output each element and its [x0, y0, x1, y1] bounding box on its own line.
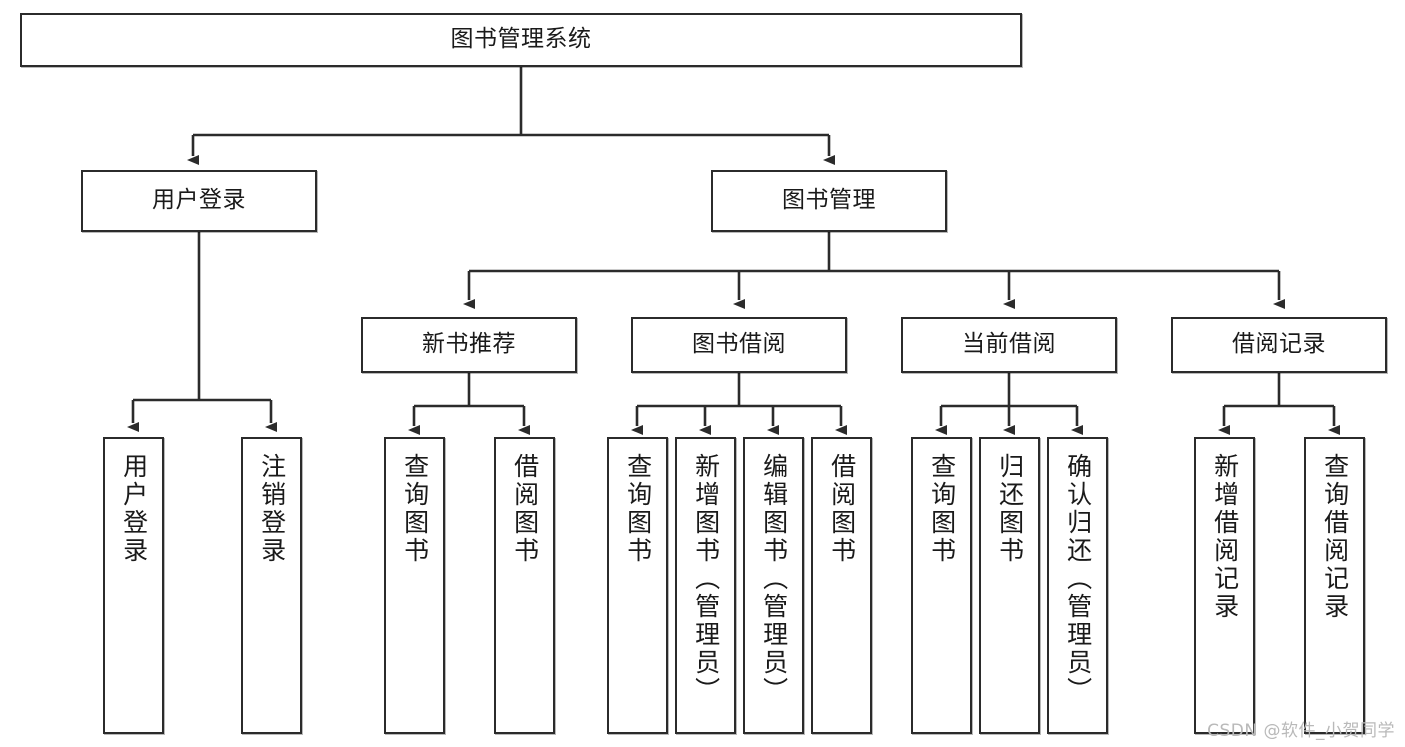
node-leaf-add-book-admin[interactable]: 新增图书（管理员）: [675, 437, 736, 734]
node-leaf-return-book[interactable]: 归还图书: [979, 437, 1040, 734]
node-user-login[interactable]: 用户登录: [81, 170, 317, 232]
node-new-book-recommend[interactable]: 新书推荐: [361, 317, 577, 373]
node-root[interactable]: 图书管理系统: [20, 13, 1022, 67]
node-current-borrow[interactable]: 当前借阅: [901, 317, 1117, 373]
node-borrow-record-label: 借阅记录: [1232, 331, 1326, 358]
node-leaf-label: 查询借阅记录: [1320, 453, 1350, 621]
node-book-borrow-label: 图书借阅: [692, 331, 786, 358]
node-book-manage[interactable]: 图书管理: [711, 170, 947, 232]
node-leaf-label: 借阅图书: [510, 453, 540, 565]
node-current-borrow-label: 当前借阅: [962, 331, 1056, 358]
node-leaf-label: 注销登录: [257, 453, 287, 565]
node-user-login-label: 用户登录: [152, 187, 246, 214]
node-new-book-recommend-label: 新书推荐: [422, 331, 516, 358]
node-leaf-label: 确认归还（管理员）: [1063, 453, 1093, 705]
node-leaf-label: 查询图书: [400, 453, 430, 565]
node-leaf-user-login[interactable]: 用户登录: [103, 437, 164, 734]
node-leaf-label: 用户登录: [119, 453, 149, 565]
node-leaf-query-book-cb[interactable]: 查询图书: [911, 437, 972, 734]
node-leaf-borrow-book-nbr[interactable]: 借阅图书: [494, 437, 555, 734]
node-borrow-record[interactable]: 借阅记录: [1171, 317, 1387, 373]
node-leaf-confirm-return-admin[interactable]: 确认归还（管理员）: [1047, 437, 1108, 734]
node-leaf-borrow-book-bb[interactable]: 借阅图书: [811, 437, 872, 734]
node-leaf-add-borrow-record[interactable]: 新增借阅记录: [1194, 437, 1255, 734]
node-leaf-query-book-nbr[interactable]: 查询图书: [384, 437, 445, 734]
node-leaf-label: 借阅图书: [827, 453, 857, 565]
node-leaf-label: 编辑图书（管理员）: [759, 453, 789, 705]
node-leaf-logout[interactable]: 注销登录: [241, 437, 302, 734]
node-leaf-edit-book-admin[interactable]: 编辑图书（管理员）: [743, 437, 804, 734]
node-leaf-query-borrow-record[interactable]: 查询借阅记录: [1304, 437, 1365, 734]
node-book-borrow[interactable]: 图书借阅: [631, 317, 847, 373]
node-leaf-query-book-bb[interactable]: 查询图书: [607, 437, 668, 734]
node-leaf-label: 新增借阅记录: [1210, 453, 1240, 621]
node-leaf-label: 查询图书: [927, 453, 957, 565]
node-root-label: 图书管理系统: [450, 26, 592, 53]
node-leaf-label: 新增图书（管理员）: [691, 453, 721, 705]
node-leaf-label: 归还图书: [995, 453, 1025, 565]
node-book-manage-label: 图书管理: [782, 187, 876, 214]
node-leaf-label: 查询图书: [623, 453, 653, 565]
